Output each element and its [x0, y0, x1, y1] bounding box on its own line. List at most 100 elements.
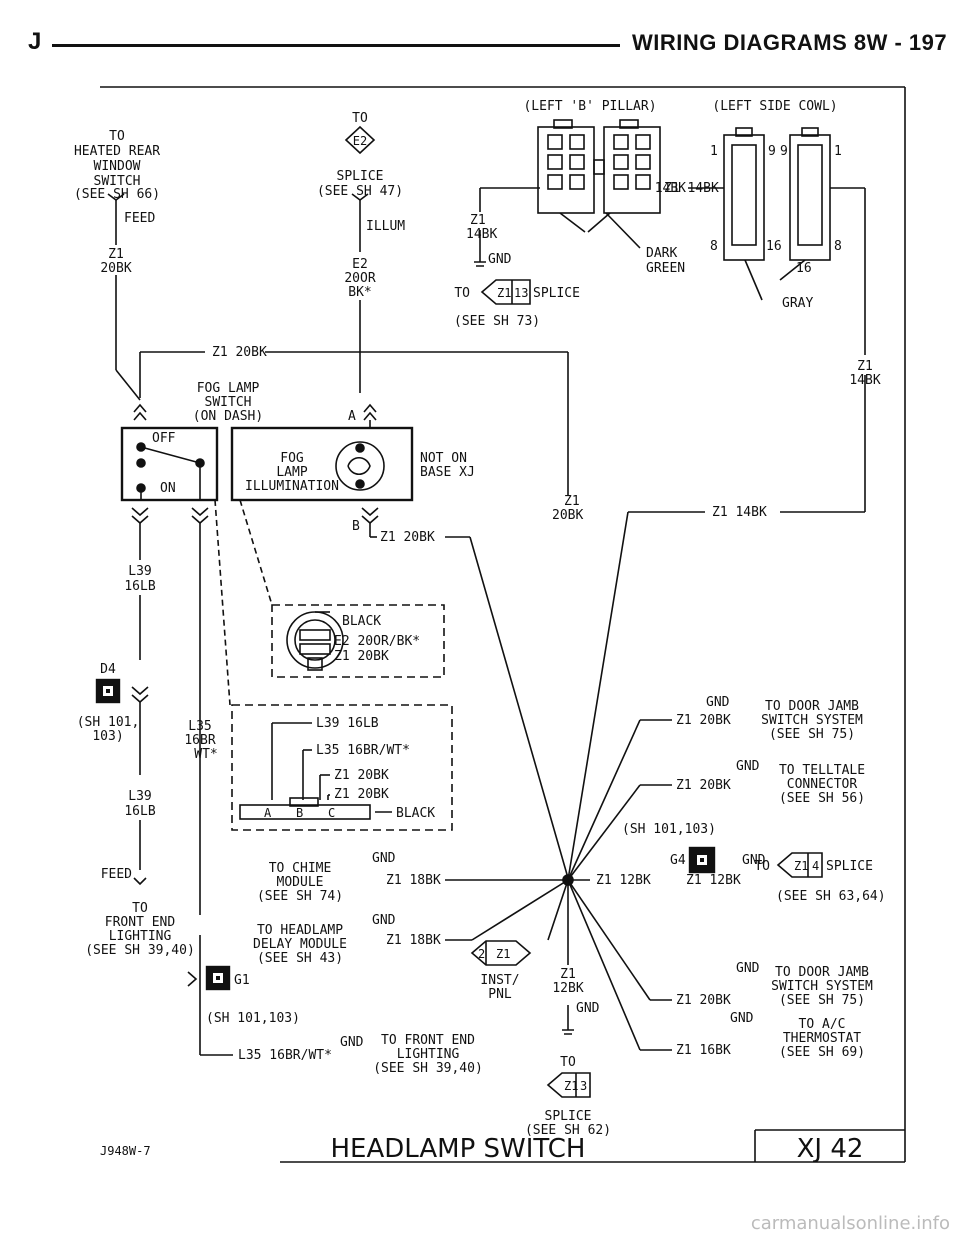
- gnd-label-pillar: GND: [488, 252, 512, 267]
- heated-rear-line-3: WINDOW: [94, 159, 141, 174]
- bulb-z1-wire: Z1 20BK: [334, 649, 389, 664]
- green-label: GREEN: [646, 261, 685, 276]
- inst-splice-2: 2: [478, 947, 485, 961]
- splice-4-z1: Z1: [794, 859, 808, 873]
- z1-20bk-dj1: Z1 20BK: [676, 713, 731, 728]
- sh101-a-line-1: (SH 101,: [77, 715, 140, 730]
- z1-12bk-splice-a: Z1 12BK: [596, 873, 651, 888]
- fog-illum-line-3: ILLUMINATION: [245, 479, 339, 494]
- conn-wire-z1b: Z1 20BK: [334, 787, 389, 802]
- conn-pin-a: A: [264, 806, 272, 820]
- ac-line-3: (SEE SH 69): [779, 1045, 865, 1060]
- dj1-line-1: TO DOOR JAMB: [765, 699, 859, 714]
- bulb-black: BLACK: [342, 614, 381, 629]
- splice-62-see: (SEE SH 62): [525, 1123, 611, 1138]
- heated-rear-line-2: HEATED REAR: [74, 144, 160, 159]
- diagram-title: HEADLAMP SWITCH: [331, 1134, 586, 1164]
- to-splice-62: TO: [560, 1055, 576, 1070]
- 20bk-label: 20BK: [100, 261, 131, 276]
- inst-label: INST/: [480, 973, 519, 988]
- e2-splice-id: E2: [353, 134, 367, 148]
- splice-4-word: SPLICE: [826, 859, 873, 874]
- splice-4-see: (SEE SH 63,64): [776, 889, 886, 904]
- cowl-pin-8a: 8: [710, 239, 718, 254]
- to-e2-label: TO: [352, 111, 368, 126]
- l39-line-2: 16LB: [124, 579, 155, 594]
- conn-wire-z1a: Z1 20BK: [334, 768, 389, 783]
- cowl-pin-9b: 9: [780, 144, 788, 159]
- telltale-line-1: TO TELLTALE: [779, 763, 865, 778]
- z1-12bk-gnd-2: 12BK: [552, 981, 583, 996]
- cowl-14bk-label: 14BK: [655, 181, 686, 196]
- dj2-line-2: SWITCH SYSTEM: [771, 979, 873, 994]
- front-end-2-line-3: (SEE SH 39,40): [373, 1061, 483, 1076]
- heated-rear-line-4: SWITCH: [94, 174, 141, 189]
- gnd-telltale: GND: [736, 759, 760, 774]
- front-end-line-2: FRONT END: [105, 915, 176, 930]
- on-label: ON: [160, 481, 176, 496]
- header-rule: [52, 44, 620, 47]
- splice-47-line-1: SPLICE: [337, 169, 384, 184]
- fog-switch-line-1: FOG LAMP: [197, 381, 260, 396]
- headlamp-line-1: TO HEADLAMP: [257, 923, 343, 938]
- watermark: carmanualsonline.info: [750, 1213, 950, 1234]
- bulb-e2-wire: E2 20OR/BK*: [334, 634, 420, 649]
- to-splice-4: TO: [754, 859, 770, 874]
- left-b-pillar-label: (LEFT 'B' PILLAR): [523, 99, 656, 114]
- sh101-c-label: (SH 101,103): [622, 822, 716, 837]
- z1-18bk-headlamp: Z1 18BK: [386, 933, 441, 948]
- cowl-pin-16b: 16: [796, 261, 812, 276]
- gnd-dj1: GND: [706, 695, 730, 710]
- terminal-a-label: A: [348, 409, 356, 424]
- gnd-dj2: GND: [736, 961, 760, 976]
- chime-line-1: TO CHIME: [269, 861, 332, 876]
- gnd-front-end: GND: [340, 1035, 364, 1050]
- z1-18bk-chime: Z1 18BK: [386, 873, 441, 888]
- z1-14bk-a-line-2: 14BK: [466, 227, 497, 242]
- gnd-ac: GND: [730, 1011, 754, 1026]
- gnd-g4: GND: [742, 853, 766, 868]
- headlamp-line-3: (SEE SH 43): [257, 951, 343, 966]
- dj1-line-2: SWITCH SYSTEM: [761, 713, 863, 728]
- gnd-inst: GND: [576, 1001, 600, 1016]
- ac-line-2: THERMOSTAT: [783, 1031, 861, 1046]
- z1-label: Z1: [108, 247, 124, 262]
- fog-switch-line-2: SWITCH: [205, 395, 252, 410]
- cowl-pin-9a: 9: [768, 144, 776, 159]
- splice-4-id: 4: [812, 859, 819, 873]
- front-end-2-line-1: TO FRONT END: [381, 1033, 475, 1048]
- cowl-pin-8b: 8: [834, 239, 842, 254]
- z1-20bk-top-label: Z1 20BK: [212, 345, 267, 360]
- inst-splice-z1: Z1: [496, 947, 510, 961]
- front-end-line-1: TO: [132, 901, 148, 916]
- ac-line-1: TO A/C: [799, 1017, 846, 1032]
- front-end-line-4: (SEE SH 39,40): [85, 943, 195, 958]
- headlamp-line-2: DELAY MODULE: [253, 937, 347, 952]
- e2-wire-1: E2: [352, 257, 368, 272]
- fog-switch-line-3: (ON DASH): [193, 409, 263, 424]
- left-side-cowl-label: (LEFT SIDE COWL): [712, 99, 837, 114]
- page-header-title: WIRING DIAGRAMS 8W - 197: [632, 30, 948, 55]
- illum-label: ILLUM: [366, 219, 405, 234]
- gray-label: GRAY: [782, 296, 813, 311]
- g4-label: G4: [670, 853, 686, 868]
- g1-label: G1: [234, 973, 250, 988]
- z1-20bk-mid-1: Z1: [564, 494, 580, 509]
- z1-14bk-right-1: Z1: [857, 359, 873, 374]
- conn-pin-b: B: [296, 806, 303, 820]
- figure-code: J948W-7: [100, 1144, 151, 1158]
- splice-13-id: 13: [514, 286, 528, 300]
- splice-62-z1: Z1: [564, 1079, 578, 1093]
- z1-20bk-telltale: Z1 20BK: [676, 778, 731, 793]
- telltale-line-3: (SEE SH 56): [779, 791, 865, 806]
- z1-12bk-gnd-1: Z1: [560, 967, 576, 982]
- front-end-line-3: LIGHTING: [109, 929, 172, 944]
- off-label: OFF: [152, 431, 176, 446]
- z1-14bk-mid-label: Z1 14BK: [712, 505, 767, 520]
- e2-wire-2: 20OR: [344, 271, 375, 286]
- heated-rear-line-1: TO: [109, 129, 125, 144]
- l35-line-3: WT*: [194, 747, 217, 762]
- conn-pin-c: C: [328, 806, 335, 820]
- gnd-headlamp: GND: [372, 913, 396, 928]
